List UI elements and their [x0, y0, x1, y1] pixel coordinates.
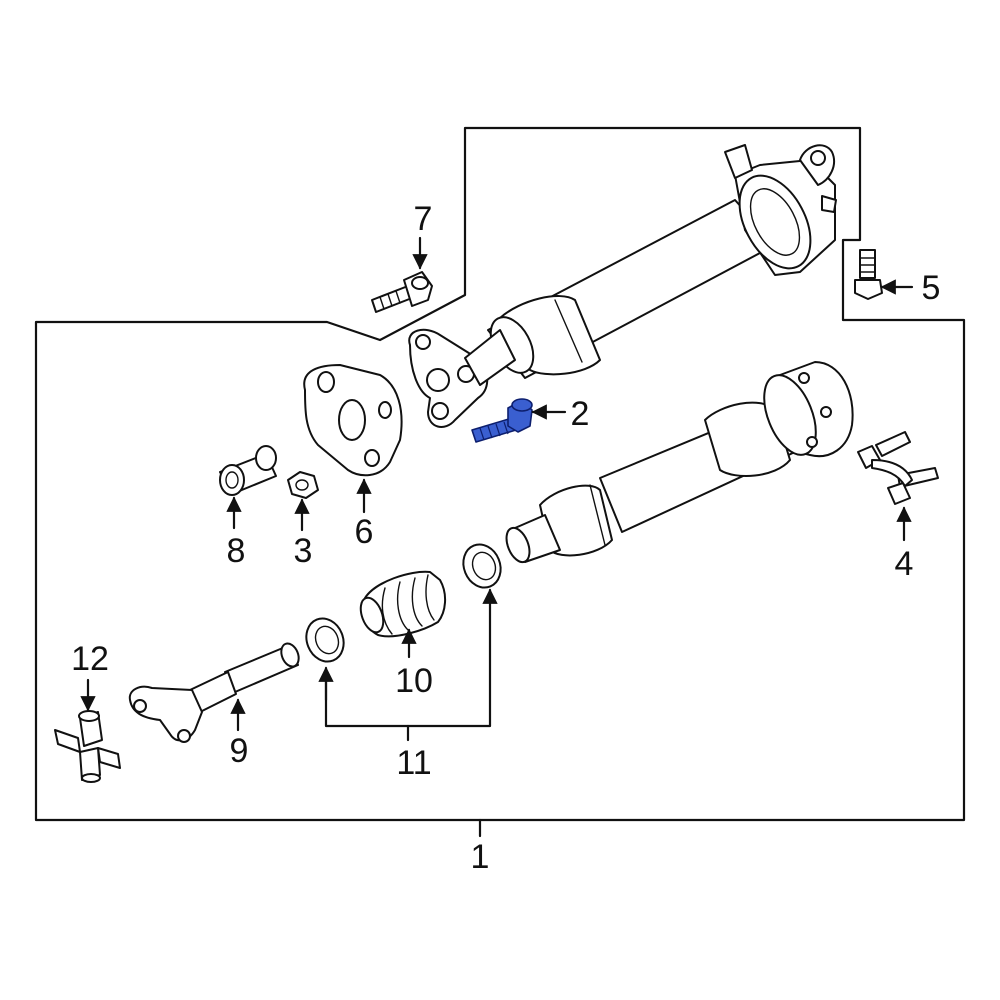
- lower-driveshaft: [505, 361, 854, 564]
- u-joint-part-12: [54, 710, 121, 783]
- slip-yoke-part-9: [128, 642, 300, 743]
- callout-5: 5: [922, 269, 941, 307]
- callout-10: 10: [395, 662, 433, 700]
- callout-2: 2: [571, 395, 590, 433]
- flex-coupler-part-6: [303, 364, 403, 477]
- seals-part-11: [305, 543, 502, 663]
- boot-part-10: [359, 570, 446, 638]
- front-yoke-flange: [408, 328, 516, 428]
- bushing-part-8: [219, 445, 277, 496]
- callout-12: 12: [71, 640, 109, 678]
- bolt-part-7: [371, 271, 433, 313]
- callout-4: 4: [895, 545, 914, 583]
- callout-1: 1: [471, 838, 490, 876]
- callout-labels: 1 2 3 4 5 6 7 8 9 10 11 12: [71, 200, 940, 876]
- callout-9: 9: [230, 732, 249, 770]
- callout-6: 6: [355, 513, 374, 551]
- leader-lines: [80, 236, 914, 838]
- bolt-part-2-highlighted: [471, 398, 533, 443]
- assembly-boundary: [34, 126, 966, 822]
- callout-3: 3: [294, 532, 313, 570]
- callout-11: 11: [396, 744, 431, 782]
- callout-7: 7: [414, 200, 433, 238]
- bolt-part-5: [854, 249, 883, 300]
- upper-driveshaft: [487, 144, 837, 379]
- nut-part-3: [287, 471, 319, 499]
- strap-bolts-part-4: [857, 431, 939, 505]
- callout-8: 8: [227, 532, 246, 570]
